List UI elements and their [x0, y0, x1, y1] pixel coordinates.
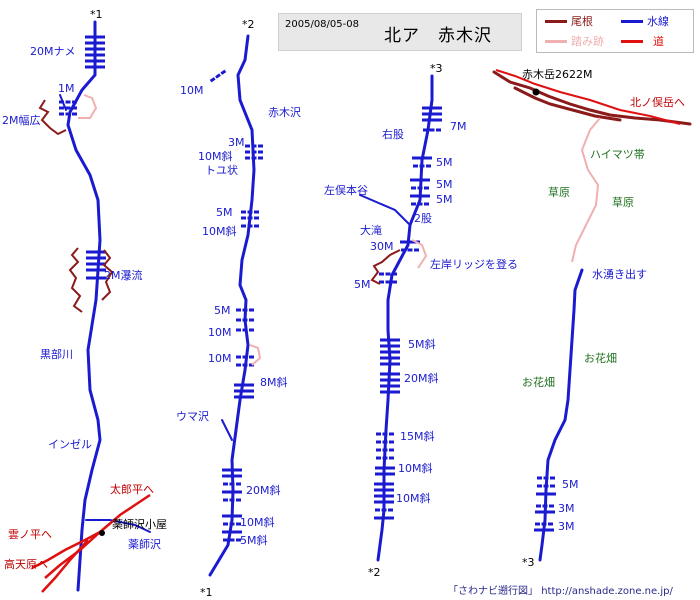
col3-label-otaki: 大滝 [360, 223, 382, 237]
col1-label-20m-name: 20Mナメ [30, 45, 76, 58]
col3-faint-trail [411, 239, 428, 269]
col4-label-3m-a: 3M [558, 502, 575, 515]
col2-label-3m: 3M [228, 136, 245, 149]
credit: 「さわナビ遡行図」 http://anshade.zone.ne.jp/ [448, 582, 673, 597]
col2-label-5m-a: 5M [216, 206, 233, 219]
col4-faint-trail [571, 117, 601, 263]
col3-label-10m-slant-b: 10M斜 [396, 492, 431, 505]
legend-ridge-label: 尾根 [571, 15, 593, 28]
col2-label-8m-slant: 8M斜 [260, 376, 288, 389]
col3-label-20m-slant: 20M斜 [404, 372, 439, 385]
col3-ridges [370, 249, 401, 285]
col1-label-inzel: インゼル [48, 438, 92, 451]
legend-stream-swatch [621, 20, 643, 23]
col1-label-1m: 1M [58, 82, 75, 95]
col1-label-kurobe: 黒部川 [40, 347, 73, 361]
col4-label-ohanabatake-a: お花畑 [584, 352, 617, 365]
col1-label-kumonotaira: 雲ノ平へ [8, 528, 52, 541]
col4-label-haimatsu: ハイマツ帯 [590, 148, 645, 161]
col3-label-5m-d: 5M [354, 278, 371, 291]
legend-stream-label: 水線 [647, 15, 669, 28]
marker-1-top: *1 [90, 8, 103, 21]
col1-trails [31, 493, 151, 593]
col4-label-akagidake: 赤木岳2622M [522, 68, 593, 81]
col3-label-hidarimata: 左俣本谷 [324, 183, 368, 197]
col4-label-sogen-a: 草原 [548, 186, 570, 199]
legend-trail-swatch [621, 40, 643, 43]
col3-label-7m: 7M [450, 120, 467, 133]
col3-falls [374, 106, 442, 520]
col2-label-10m-b: 10M [208, 326, 232, 339]
col4-ridges [492, 70, 692, 126]
col1-label-yakushizawa: 薬師沢 [128, 537, 161, 551]
col3-label-5m-slant: 5M斜 [408, 338, 436, 351]
col2-label-5m-b: 5M [214, 304, 231, 317]
col2-faint-trail [249, 344, 262, 366]
col3-label-10m-slant-a: 10M斜 [398, 462, 433, 475]
col3-label-15m-slant: 15M斜 [400, 430, 435, 443]
col2-label-5m-slant: 5M斜 [240, 534, 268, 547]
col3-label-30m: 30M [370, 240, 394, 253]
col2-label-10m: 10M [180, 84, 204, 97]
col2-label-10m-slant: 10M斜 [198, 150, 233, 163]
col3-label-5m-a: 5M [436, 156, 453, 169]
col2-label-toyu: トユ状 [205, 163, 238, 177]
col4-label-sogen-b: 草原 [612, 196, 634, 209]
col3-label-ridge-climb: 左岸リッジを登る [430, 257, 518, 271]
col2-label-20m-slant: 20M斜 [246, 484, 281, 497]
legend-ridge-swatch [545, 20, 567, 23]
legend-faint-trail-swatch [545, 40, 567, 43]
col4-streams [538, 268, 584, 562]
credit-name: 「さわナビ遡行図」 [448, 586, 538, 597]
yakushi-hut-dot [99, 530, 105, 536]
col3-streams [359, 74, 434, 562]
col1-label-yakushi-hut: 薬師沢小屋 [112, 517, 167, 531]
akagidake-summit-dot [532, 88, 540, 96]
col4-label-kitanomata: 北ノ俣岳へ [630, 95, 685, 109]
legend: 尾根 水線 踏み跡 道 [536, 9, 694, 53]
col2-label-akagizawa: 赤木沢 [268, 105, 301, 119]
col3-label-5m-c: 5M [436, 193, 453, 206]
col3-label-migimata: 右股 [382, 127, 404, 141]
legend-trail-label: 道 [653, 35, 664, 48]
col4-label-3m-b: 3M [558, 520, 575, 533]
marker-1-bottom: *1 [200, 586, 213, 599]
col2-label-umazawa: ウマ沢 [176, 409, 209, 423]
col4-label-ohanabatake-b: お花畑 [522, 376, 555, 389]
marker-2-bottom: *2 [368, 566, 381, 579]
marker-2-top: *2 [242, 18, 255, 31]
legend-faint-trail-label: 踏み跡 [571, 35, 604, 48]
credit-url[interactable]: http://anshade.zone.ne.jp/ [541, 586, 673, 597]
col2-streams [208, 34, 256, 577]
col1-faint-trail [78, 94, 98, 119]
col3-label-5m-b: 5M [436, 178, 453, 191]
col4-label-mizu-waki: 水湧き出す [592, 267, 647, 281]
col1-ridges [38, 99, 114, 313]
marker-3-top: *3 [430, 62, 443, 75]
col2-label-10m-c: 10M [208, 352, 232, 365]
col4-label-5m: 5M [562, 478, 579, 491]
title-box: 2005/08/05-08 北ア 赤木沢 [278, 13, 522, 51]
marker-3-bottom: *3 [522, 556, 535, 569]
col1-label-tarodaira: 太郎平へ [110, 482, 154, 496]
col1-label-takamagahara: 高天原へ [4, 557, 48, 571]
title-name: 北ア 赤木沢 [384, 26, 492, 46]
title-date: 2005/08/05-08 [285, 19, 359, 30]
col1-label-2m-bakuryu: 2M瀑流 [104, 268, 143, 282]
col4-trails [495, 69, 681, 125]
col2-label-10m-slant-b: 10M斜 [202, 225, 237, 238]
col2-label-10m-slant-c: 10M斜 [240, 516, 275, 529]
col3-label-futamata: 2股 [414, 212, 432, 225]
col1-label-2m-wide: 2M幅広 [2, 114, 41, 127]
